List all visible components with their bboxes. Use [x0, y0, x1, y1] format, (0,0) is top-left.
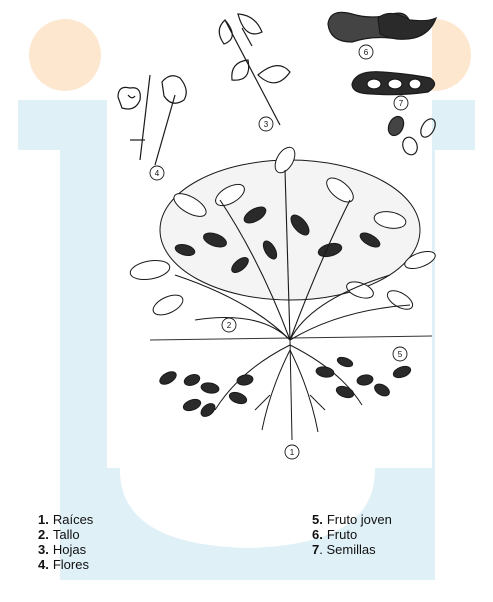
callout-5: 5: [393, 347, 407, 361]
legend-number: 4.: [38, 557, 49, 572]
callout-3: 3: [259, 117, 273, 131]
callout-2-label: 2: [227, 321, 232, 330]
legend-label: Fruto: [327, 527, 357, 542]
legend-number: 2.: [38, 527, 49, 542]
callout-1: 1: [285, 445, 299, 459]
legend-item-fruto-joven: 5. Fruto joven: [312, 512, 392, 527]
legend-item-tallo: 2. Tallo: [38, 527, 93, 542]
callout-7-label: 7: [399, 99, 404, 108]
legend-label: Hojas: [53, 542, 86, 557]
legend-number: 1.: [38, 512, 49, 527]
callout-2: 2: [222, 318, 236, 332]
legend-number: 3.: [38, 542, 49, 557]
legend-label: Raíces: [53, 512, 93, 527]
callout-4-label: 4: [155, 169, 160, 178]
legend-label: Flores: [53, 557, 89, 572]
callout-6: 6: [359, 45, 373, 59]
callout-3-label: 3: [264, 120, 269, 129]
callout-5-label: 5: [398, 350, 403, 359]
callout-7: 7: [394, 96, 408, 110]
legend-label: Tallo: [53, 527, 80, 542]
legend-item-fruto: 6. Fruto: [312, 527, 392, 542]
legend-right: 5. Fruto joven 6. Fruto 7. Semillas: [312, 512, 392, 557]
callout-6-label: 6: [364, 48, 369, 57]
legend-label: . Semillas: [319, 542, 375, 557]
legend-number: 5.: [312, 512, 323, 527]
legend-number: 6.: [312, 527, 323, 542]
legend-item-flores: 4. Flores: [38, 557, 93, 572]
callout-1-label: 1: [290, 448, 295, 457]
legend-label: Fruto joven: [327, 512, 392, 527]
callout-4: 4: [150, 166, 164, 180]
legend-item-raices: 1. Raíces: [38, 512, 93, 527]
legend-left: 1. Raíces 2. Tallo 3. Hojas 4. Flores: [38, 512, 93, 572]
legend-item-hojas: 3. Hojas: [38, 542, 93, 557]
legend-item-semillas: 7. Semillas: [312, 542, 392, 557]
